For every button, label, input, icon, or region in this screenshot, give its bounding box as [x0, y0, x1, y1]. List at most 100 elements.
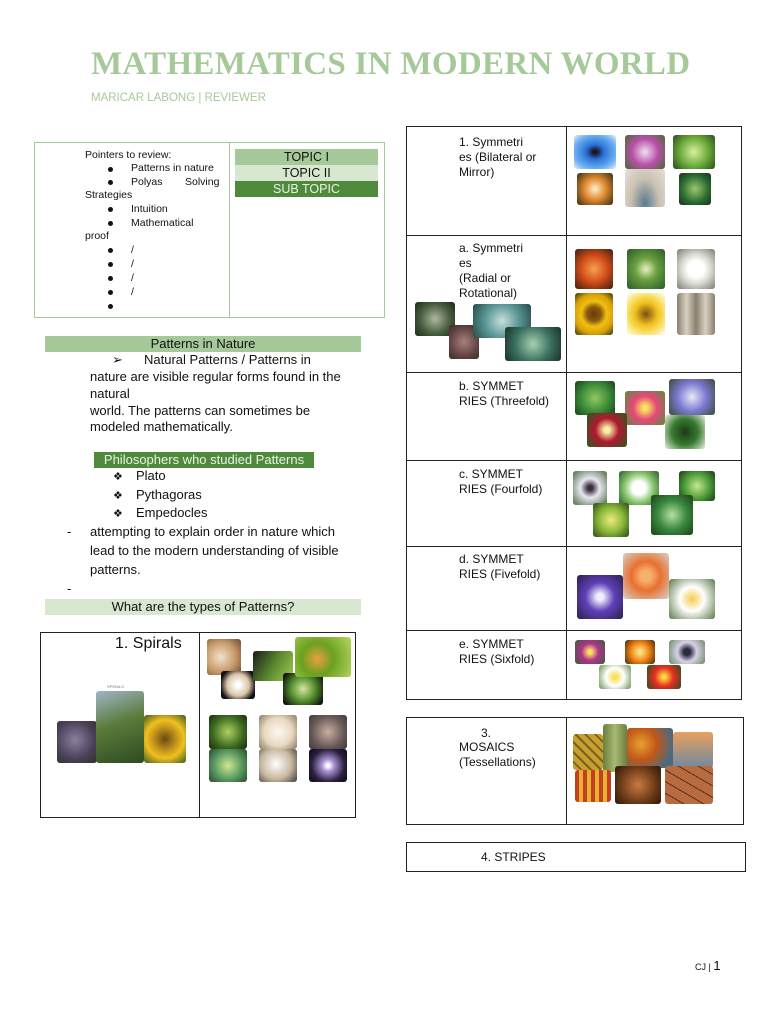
stripes-table: 4. STRIPES	[406, 842, 746, 872]
spirals-caption: SPIRALS	[107, 684, 124, 689]
philosopher-name: Empedocles	[136, 505, 208, 520]
sub-topic-label: SUB TOPIC	[235, 181, 378, 197]
radial-plant-photo	[415, 302, 455, 336]
table-row-divider	[407, 372, 741, 373]
patterns-in-nature-heading: Patterns in Nature	[45, 336, 361, 352]
white-lily-photo	[599, 665, 631, 689]
green-radial-plant-photo	[627, 249, 665, 289]
blue-flower-photo	[669, 379, 715, 415]
columbine-photo	[577, 575, 623, 619]
dandelion-photo	[677, 249, 715, 289]
clover-leaves-photo	[575, 381, 615, 415]
snail-shell-photo	[57, 721, 97, 763]
cracked-earth-photo	[665, 766, 713, 804]
pointer-item: /	[131, 258, 134, 270]
diamond-bullet-icon: ❖	[113, 508, 123, 520]
chestnuts-photo	[615, 766, 661, 804]
corn-photo	[575, 770, 611, 802]
nature-line: natural	[90, 386, 130, 401]
bullet-dot	[108, 167, 113, 172]
starfish-photo	[623, 553, 669, 599]
bullet-dot	[108, 180, 113, 185]
succulent-photo	[209, 749, 247, 782]
footer-initials: CJ |	[695, 962, 711, 972]
table-divider	[199, 633, 200, 817]
mosaics-label: 3.	[481, 726, 492, 740]
symmetry-label: Mirror)	[459, 165, 495, 179]
spirals-table: 1. Spirals SPIRALS	[40, 632, 356, 818]
symmetry-label: (Radial or	[459, 271, 512, 285]
nature-line: world. The patterns can sometimes be	[90, 403, 311, 418]
symmetry-label: RIES (Fourfold)	[459, 482, 543, 496]
purple-flower-photo	[575, 640, 605, 664]
butterfly-photo	[574, 135, 616, 169]
topic-1-label: TOPIC I	[235, 149, 378, 165]
dash-bullet: -	[67, 524, 72, 539]
symmetry-label: RIES (Fivefold)	[459, 567, 541, 581]
nature-line: nature are visible regular forms found i…	[90, 369, 341, 384]
yellow-flower-photo	[627, 293, 665, 335]
bullet-dot	[108, 207, 113, 212]
table-row-divider	[407, 546, 741, 547]
snail-leaf-photo	[295, 637, 351, 677]
four-petal-flower-photo	[573, 471, 607, 505]
shamrock-photo	[665, 415, 705, 449]
green-flower-photo	[673, 135, 715, 169]
types-of-patterns-heading: What are the types of Patterns?	[45, 599, 361, 615]
bullet-dot	[108, 290, 113, 295]
diamond-bullet-icon: ❖	[113, 490, 123, 502]
symmetry-label: d. SYMMET	[459, 552, 524, 566]
pointer-item: /	[131, 272, 134, 284]
pointer-item: /	[131, 286, 134, 298]
mosaics-label: (Tessellations)	[459, 755, 536, 769]
leaf-photo	[679, 173, 711, 205]
page-footer: CJ | 1	[695, 958, 721, 973]
nature-line: Natural Patterns / Patterns in	[144, 352, 311, 367]
table-row-divider	[407, 630, 741, 631]
symmetry-label: RIES (Sixfold)	[459, 652, 535, 666]
symmetry-label: c. SYMMET	[459, 467, 524, 481]
cactus-photo	[603, 724, 627, 772]
philosophers-heading: Philosophers who studied Patterns	[94, 452, 314, 468]
dash-bullet: -	[67, 581, 72, 596]
topic-legend: TOPIC I TOPIC II SUB TOPIC	[235, 149, 378, 197]
sky-tiles-photo	[673, 732, 713, 768]
seedhead-photo	[677, 293, 715, 335]
symmetry-label: b. SYMMET	[459, 379, 524, 393]
dark-center-flower-photo	[669, 640, 705, 664]
pointer-item: Strategies	[85, 189, 133, 201]
page-title: MATHEMATICS IN MODERN WORLD	[91, 46, 691, 82]
pointers-divider	[229, 143, 230, 317]
symmetries-table: 1. Symmetri es (Bilateral or Mirror) a. …	[406, 126, 742, 700]
tiger-face-photo	[577, 173, 613, 205]
philosophers-note: attempting to explain order in nature wh…	[90, 524, 335, 539]
four-petal-bud-photo	[593, 503, 629, 537]
orange-lily-photo	[625, 640, 655, 664]
spirals-label: 1. Spirals	[115, 635, 182, 652]
symmetry-label: a. Symmetri	[459, 241, 524, 255]
philosopher-name: Pythagoras	[136, 487, 202, 502]
arrow-icon: ➢	[112, 352, 123, 367]
galaxy-photo	[309, 749, 347, 782]
mosaics-table: 3. MOSAICS (Tessellations)	[406, 717, 744, 825]
red-lily-photo	[647, 665, 681, 689]
bullet-dot	[108, 304, 113, 309]
shell-photo	[221, 671, 255, 699]
nautilus-photo	[207, 639, 241, 675]
pointers-heading: Pointers to review:	[85, 149, 172, 161]
succulent-rosette-photo	[505, 327, 561, 361]
table-row-divider	[407, 460, 741, 461]
trillium-photo	[587, 413, 627, 447]
philosophers-note: patterns.	[90, 562, 141, 577]
symmetry-label: 1. Symmetri	[459, 135, 524, 149]
clover-photo	[651, 495, 693, 535]
fern-spiral-photo	[96, 691, 144, 763]
shell-cross-section-photo	[259, 749, 297, 782]
bullet-dot	[108, 248, 113, 253]
bullet-dot	[108, 276, 113, 281]
bullet-dot	[108, 221, 113, 226]
fiddlehead-photo	[209, 715, 247, 749]
nature-line: modeled mathematically.	[90, 419, 233, 434]
peacock-photo	[625, 169, 665, 207]
pineapple-photo	[573, 734, 603, 770]
